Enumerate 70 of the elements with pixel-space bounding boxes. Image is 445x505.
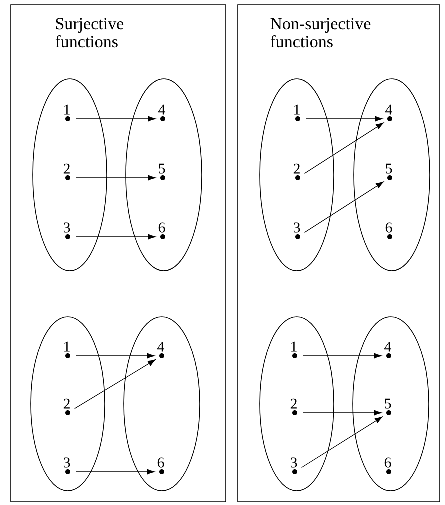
- arrow: [302, 353, 382, 359]
- node-label: 5: [385, 398, 392, 409]
- panel: [238, 4, 440, 502]
- labeled-point: 3: [64, 222, 70, 240]
- labeled-point: 6: [386, 222, 392, 240]
- set-ellipse: [126, 78, 202, 272]
- labeled-point: 1: [64, 104, 70, 122]
- labeled-point: 1: [294, 104, 300, 122]
- arrow: [306, 116, 383, 122]
- arrow: [76, 353, 155, 359]
- node-label: 2: [294, 164, 300, 174]
- labeled-point: 5: [159, 164, 166, 180]
- node-label: 1: [64, 342, 70, 352]
- labeled-point: 2: [64, 164, 70, 180]
- node-label: 6: [386, 222, 392, 233]
- labeled-point: 4: [384, 342, 392, 358]
- panel-heading: Surjective functions: [56, 18, 124, 48]
- node-label: 6: [158, 458, 164, 468]
- labeled-point: 1: [292, 342, 298, 358]
- node-label: 5: [386, 164, 392, 174]
- arrow: [76, 116, 156, 122]
- labeled-point: 6: [158, 458, 164, 474]
- arrow: [301, 416, 383, 468]
- labeled-point: 6: [158, 222, 166, 240]
- node-label: 6: [158, 222, 166, 233]
- labeled-point: 4: [386, 104, 393, 122]
- labeled-point: 4: [158, 342, 165, 358]
- labeled-point: 4: [158, 104, 166, 122]
- node-label: 4: [158, 104, 166, 115]
- set-ellipse: [352, 316, 430, 492]
- node-label: 3: [294, 222, 300, 233]
- labeled-point: 3: [290, 458, 298, 474]
- node-label: 2: [64, 164, 70, 174]
- node-label: 5: [159, 164, 166, 174]
- arrow: [304, 122, 384, 174]
- arrow: [74, 360, 156, 410]
- node-label: 4: [384, 342, 392, 352]
- labeled-point: 2: [290, 398, 298, 416]
- node-label: 4: [158, 342, 165, 352]
- labeled-point: 2: [294, 164, 300, 180]
- set-ellipse: [260, 78, 334, 272]
- labeled-point: 3: [64, 458, 70, 474]
- node-label: 2: [290, 398, 297, 409]
- set-ellipse: [32, 78, 108, 272]
- panel: [10, 4, 226, 502]
- set-ellipse: [354, 78, 430, 272]
- labeled-point: 1: [64, 342, 70, 358]
- node-label: 3: [290, 458, 298, 468]
- arrow: [76, 175, 156, 181]
- set-ellipse: [260, 316, 334, 492]
- node-label: 1: [292, 342, 297, 352]
- labeled-point: 3: [294, 222, 300, 240]
- labeled-point: 2: [64, 398, 70, 416]
- node-label: 2: [64, 398, 70, 409]
- labeled-point: 5: [386, 164, 392, 180]
- set-ellipse: [124, 316, 200, 492]
- labeled-point: 5: [385, 398, 392, 416]
- node-label: 1: [294, 104, 300, 115]
- node-label: 3: [64, 458, 70, 468]
- arrow: [304, 182, 384, 234]
- node-label: 4: [386, 104, 393, 115]
- node-label: 3: [64, 222, 70, 233]
- node-label: 1: [64, 104, 70, 115]
- arrow: [302, 410, 382, 416]
- set-ellipse: [30, 316, 106, 492]
- arrow: [76, 234, 156, 240]
- labeled-point: 6: [384, 458, 392, 474]
- panel-heading: Non-surjective functions: [270, 18, 371, 48]
- node-label: 6: [384, 458, 392, 468]
- arrow: [76, 469, 155, 475]
